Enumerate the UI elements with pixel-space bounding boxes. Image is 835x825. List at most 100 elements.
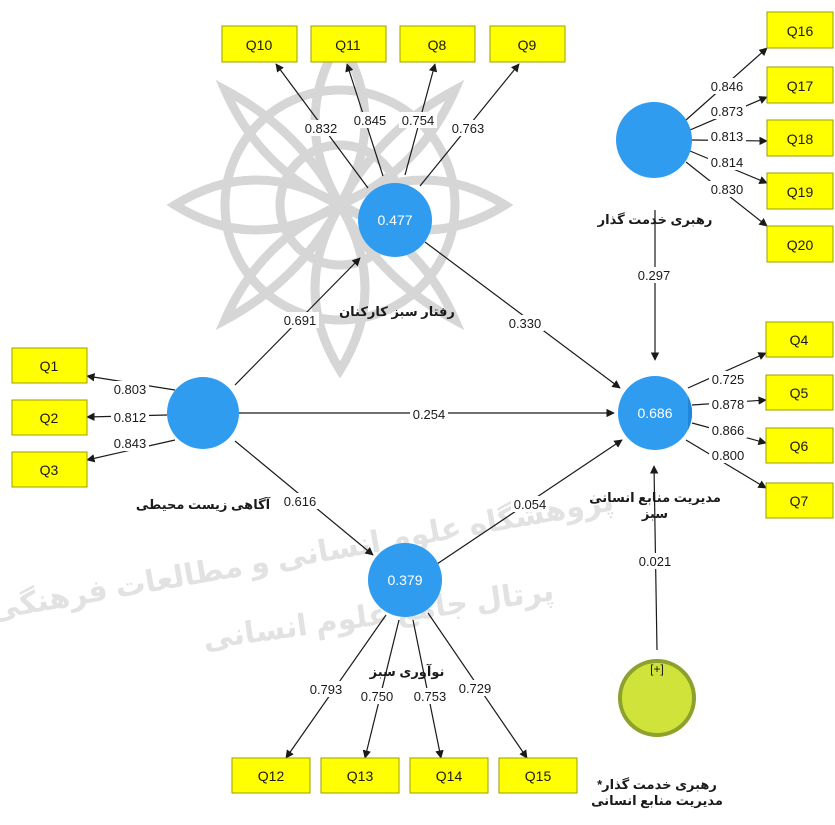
latent-inn[interactable]: 0.379 [368, 543, 442, 617]
indicator-q9[interactable]: Q9 [489, 25, 566, 63]
latent-label-env: آگاهی زیست محیطی [136, 496, 271, 512]
coef-beh-ghrm: 0.330 [509, 316, 542, 331]
latent-label-slead: رهبری خدمت گذار [597, 212, 713, 227]
loading-q10: 0.832 [305, 121, 338, 136]
outer-loadings: 0.803 0.812 0.843 0.832 0.845 0.754 0.76… [111, 78, 747, 704]
indicator-q4[interactable]: Q4 [765, 321, 834, 358]
indicator-label: Q6 [790, 438, 809, 454]
loading-q4: 0.725 [712, 372, 745, 387]
latent-node [618, 376, 692, 450]
latent-node [167, 377, 239, 449]
loading-q13: 0.750 [361, 689, 394, 704]
latent-label-inn: نوآوری سبز [369, 663, 445, 679]
moderator-node [618, 659, 696, 737]
loading-q7: 0.800 [712, 448, 745, 463]
loading-q9: 0.763 [452, 121, 485, 136]
indicator-q8[interactable]: Q8 [399, 25, 476, 63]
latent-beh[interactable]: 0.477 [358, 183, 432, 257]
indicator-q13[interactable]: Q13 [320, 757, 400, 794]
coef-slead-ghrm: 0.297 [638, 268, 671, 283]
latent-r2: 0.686 [637, 405, 672, 421]
indicator-label: Q11 [335, 37, 361, 53]
indicator-label: Q7 [790, 493, 809, 509]
coef-inn-ghrm: 0.054 [514, 497, 547, 512]
loading-edge-q7 [685, 439, 767, 489]
latent-node [358, 183, 432, 257]
latent-variables: 0.477 0.379 0.686 [+] [167, 102, 696, 737]
loading-q14: 0.753 [414, 689, 447, 704]
indicator-label: Q20 [787, 237, 814, 253]
indicator-q10[interactable]: Q10 [221, 25, 298, 63]
coef-mod-ghrm: 0.021 [639, 554, 672, 569]
latent-node-shade [688, 396, 693, 430]
loading-q15: 0.729 [459, 681, 492, 696]
indicator-q17[interactable]: Q17 [766, 66, 834, 104]
indicator-label: Q13 [347, 768, 374, 784]
latent-slead[interactable] [616, 102, 692, 178]
latent-mod[interactable]: [+] [618, 659, 696, 737]
loading-edge-q4 [687, 352, 767, 389]
indicator-label: Q15 [525, 768, 552, 784]
loading-q16: 0.846 [711, 79, 744, 94]
indicator-label: Q4 [790, 332, 809, 348]
indicator-q14[interactable]: Q14 [409, 757, 489, 794]
indicator-q15[interactable]: Q15 [498, 757, 578, 794]
latent-r2: 0.379 [387, 572, 422, 588]
indicator-q18[interactable]: Q18 [766, 119, 834, 157]
latent-node [616, 102, 692, 178]
indicator-q2[interactable]: Q2 [11, 399, 88, 436]
loading-q12: 0.793 [310, 682, 343, 697]
indicator-q3[interactable]: Q3 [11, 451, 88, 488]
coef-env-beh: 0.691 [284, 313, 317, 328]
indicator-q7[interactable]: Q7 [765, 482, 834, 519]
indicator-q12[interactable]: Q12 [231, 757, 311, 794]
indicator-q11[interactable]: Q11 [310, 25, 387, 63]
coef-env-inn: 0.616 [284, 494, 317, 509]
loading-q18: 0.813 [711, 129, 744, 144]
indicator-q6[interactable]: Q6 [765, 427, 834, 464]
loading-q5: 0.878 [712, 397, 745, 412]
expand-badge: [+] [650, 662, 664, 676]
indicator-label: Q18 [787, 131, 814, 147]
loading-q8: 0.754 [402, 113, 435, 128]
loading-q11: 0.845 [354, 113, 387, 128]
loading-q6: 0.866 [712, 423, 745, 438]
latent-env[interactable] [167, 377, 239, 449]
latent-labels: آگاهی زیست محیطی رفتار سبز کارکنان نوآور… [136, 212, 723, 808]
loading-q20: 0.830 [711, 182, 744, 197]
indicators: Q1 Q2 Q3 Q4 Q5 Q6 Q7 Q8 Q9 Q10 Q11 Q12 Q… [11, 11, 834, 794]
loading-q3: 0.843 [114, 436, 147, 451]
indicator-label: Q8 [428, 37, 447, 53]
loading-q1: 0.803 [114, 382, 147, 397]
indicator-q5[interactable]: Q5 [765, 374, 834, 411]
indicator-label: Q14 [436, 768, 463, 784]
indicator-label: Q5 [790, 385, 809, 401]
indicator-label: Q1 [40, 358, 59, 374]
structural-paths [234, 210, 660, 651]
indicator-label: Q17 [787, 78, 814, 94]
loading-q17: 0.873 [711, 104, 744, 119]
loading-q19: 0.814 [711, 155, 744, 170]
indicator-label: Q19 [787, 184, 814, 200]
indicator-q19[interactable]: Q19 [766, 172, 834, 210]
indicator-label: Q2 [40, 410, 59, 426]
watermark-rosette-ring [220, 85, 460, 325]
latent-node [368, 543, 442, 617]
indicator-q1[interactable]: Q1 [11, 347, 88, 384]
indicator-label: Q12 [258, 768, 285, 784]
latent-label-beh: رفتار سبز کارکنان [339, 304, 455, 319]
coef-env-ghrm: 0.254 [413, 407, 446, 422]
indicator-q20[interactable]: Q20 [766, 225, 834, 263]
indicator-label: Q3 [40, 462, 59, 478]
indicator-label: Q10 [246, 37, 273, 53]
indicator-q16[interactable]: Q16 [766, 11, 834, 49]
watermark-petal [329, 195, 465, 331]
loading-q2: 0.812 [114, 410, 147, 425]
indicator-label: Q9 [518, 37, 537, 53]
latent-label-mod: رهبری خدمت گذار*مدیریت منابع انسانی [591, 777, 723, 808]
latent-ghrm[interactable]: 0.686 [618, 376, 693, 450]
indicator-label: Q16 [787, 23, 814, 39]
latent-r2: 0.477 [377, 212, 412, 228]
